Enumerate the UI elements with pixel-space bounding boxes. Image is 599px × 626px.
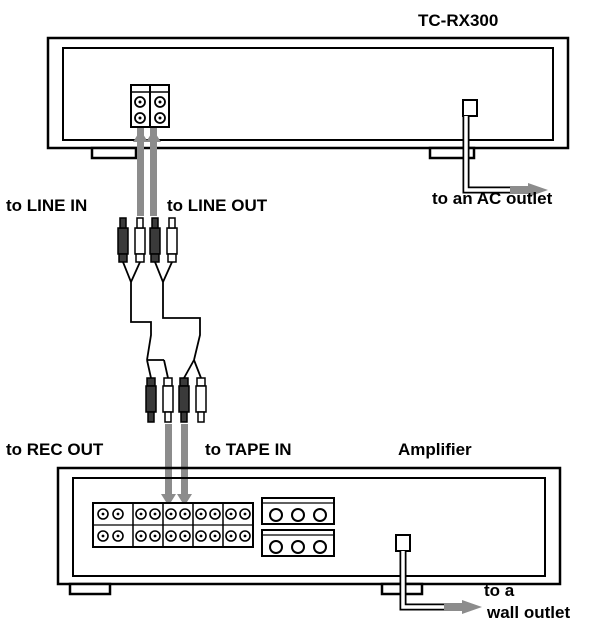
amp-outer-case <box>56 466 562 586</box>
ac-outlet-arrow-icon <box>528 183 548 197</box>
lower-rca-plugs <box>145 377 207 423</box>
deck-outer-case <box>46 36 570 150</box>
wall-outlet-label: wall outlet <box>487 603 571 622</box>
deck-inner-panel <box>62 47 554 141</box>
ac-outlet-label: to an AC outlet <box>432 189 553 208</box>
rec-out-label: to REC OUT <box>6 440 104 459</box>
rca-plug-icon <box>117 217 129 263</box>
upper-rca-plugs <box>117 217 178 263</box>
deck-gray-cables <box>133 128 161 216</box>
deck-power-cord <box>462 99 548 197</box>
tape-in-label: to TAPE IN <box>205 440 292 459</box>
deck-foot-right <box>428 146 476 160</box>
deck-line-jacks <box>130 84 170 128</box>
wall-outlet-arrow-icon <box>462 600 482 614</box>
deck-model-label: TC-RX300 <box>418 11 499 30</box>
rca-plug-icon <box>145 377 157 423</box>
rca-plug-icon <box>166 217 178 263</box>
line-out-label: to LINE OUT <box>167 196 268 215</box>
amp-gray-cables <box>161 424 192 506</box>
amplifier-label: Amplifier <box>398 440 472 459</box>
amp-foot-left <box>68 582 112 596</box>
amp-speaker-terminals <box>261 497 335 557</box>
tape-deck <box>46 36 570 160</box>
rca-plug-icon <box>149 217 161 263</box>
amp-power-cord <box>395 534 482 614</box>
rca-plug-icon <box>178 377 190 423</box>
rca-plug-icon <box>195 377 207 423</box>
amp-jack-panel <box>92 502 254 548</box>
to-a-label: to a <box>484 581 515 600</box>
deck-foot-left <box>90 146 138 160</box>
audio-cords <box>122 261 202 379</box>
amp-inner-panel <box>72 477 546 577</box>
line-in-label: to LINE IN <box>6 196 88 215</box>
rca-plug-icon <box>134 217 146 263</box>
rca-plug-icon <box>162 377 174 423</box>
